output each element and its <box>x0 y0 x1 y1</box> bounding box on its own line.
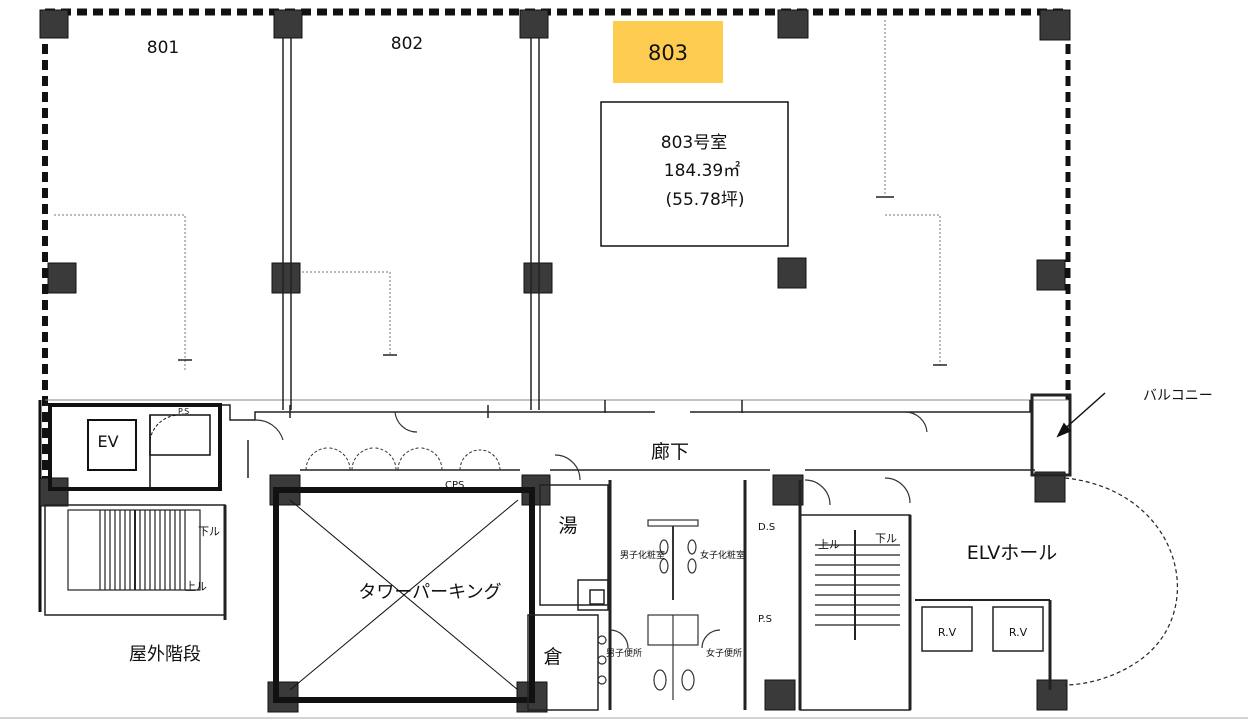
info-box-room-name: 803号室 <box>661 133 727 153</box>
elv-hall <box>915 393 1178 690</box>
corridor-zone <box>45 400 1035 478</box>
toilet-fixtures <box>597 519 721 700</box>
mens-toilet-label: 男子便所 <box>606 647 642 659</box>
mens-washroom-label: 男子化粧室 <box>620 549 665 561</box>
guide-ticks <box>178 196 947 366</box>
elv-hall-label: ELVホール <box>967 542 1058 564</box>
unit-803-highlight <box>613 21 723 83</box>
stairs-down-left-label: 下ル <box>198 525 220 538</box>
ds-label: D.S <box>758 522 775 533</box>
columns <box>39 9 1071 713</box>
stairs-up-left-label: 上ル <box>185 580 207 593</box>
main-staircase <box>798 480 912 711</box>
outer-walls <box>38 8 1071 612</box>
unit-partitions <box>282 38 540 410</box>
womens-washroom-label: 女子化粧室 <box>700 549 745 561</box>
stairs-down-right-label: 下ル <box>875 532 897 545</box>
storage-label: 倉 <box>543 646 562 668</box>
unit-802-label[interactable]: 802 <box>391 34 423 54</box>
tower-parking-label: タワーパーキング <box>358 582 501 603</box>
ps-label: P.S <box>758 614 772 625</box>
tower-parking-shaft <box>273 487 535 703</box>
ps-small-label: P.S <box>178 407 189 416</box>
corridor-label: 廊下 <box>651 441 689 463</box>
cps-label: CPS <box>445 480 464 491</box>
outdoor-stairs-label: 屋外階段 <box>129 644 201 665</box>
rv1-label: R.V <box>938 626 957 639</box>
info-box-area-tsubo: (55.78坪) <box>666 190 745 210</box>
ev-shaft <box>48 403 222 491</box>
stairs-up-right-label: 上ル <box>818 538 840 551</box>
door-arcs-solid <box>254 411 928 506</box>
balcony-label: バルコニー <box>1143 388 1213 404</box>
outdoor-stairs <box>44 504 227 620</box>
unit-801-label[interactable]: 801 <box>147 38 179 58</box>
rv2-label: R.V <box>1009 626 1028 639</box>
unit-803-label[interactable]: 803 <box>648 41 688 65</box>
hot-water-room-label: 湯 <box>558 515 577 537</box>
door-swings <box>305 447 501 471</box>
interior-guides <box>54 20 941 370</box>
balcony-arrow <box>1056 392 1106 438</box>
info-box-area-m2: 184.39㎡ <box>664 161 740 181</box>
ev-label: EV <box>97 432 118 451</box>
service-rooms <box>527 480 747 711</box>
unit-803-info-box <box>600 101 789 247</box>
womens-toilet-label: 女子便所 <box>706 647 742 659</box>
